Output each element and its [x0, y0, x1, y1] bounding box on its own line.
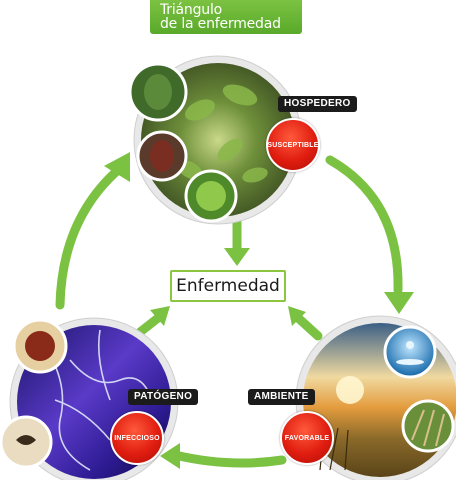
arrow-head-center-left: [150, 306, 170, 326]
arrow-head-center-right: [288, 306, 306, 326]
environment-inset-water: [383, 325, 437, 379]
arrow-head-environment: [384, 292, 414, 314]
title-line-2: de la enfermedad: [160, 16, 281, 32]
title-line-1: Triángulo: [160, 2, 223, 18]
title-banner: Triángulo de la enfermedad: [150, 0, 302, 34]
environment-badge-text: FAVORABLE: [284, 434, 330, 442]
host-label: HOSPEDERO: [278, 96, 357, 112]
arrow-host-to-environment: [325, 155, 403, 295]
arrow-head-pathogen: [160, 443, 180, 469]
environment-label: AMBIENTE: [248, 389, 315, 405]
pathogen-label: PATÓGENO: [128, 389, 199, 405]
arrow-head-host: [104, 152, 130, 182]
sun-glow: [336, 376, 364, 404]
host-node: [128, 55, 303, 225]
environment-inset-field: [401, 399, 455, 453]
arrow-environment-to-pathogen: [170, 450, 287, 468]
arrow-head-center-top: [224, 248, 250, 266]
host-badge: SUSCEPTIBLE: [266, 118, 320, 172]
arrow-environment-to-center: [291, 311, 323, 341]
host-badge-text: SUSCEPTIBLE: [267, 141, 319, 149]
environment-badge: FAVORABLE: [280, 411, 334, 465]
environment-node: [295, 315, 456, 480]
pathogen-badge-text: INFECCIOSO: [114, 434, 160, 442]
arrow-pathogen-to-host: [55, 165, 123, 310]
center-disease-label: Enfermedad: [176, 276, 280, 296]
pathogen-badge: INFECCIOSO: [110, 411, 164, 465]
center-disease-box: Enfermedad: [170, 270, 286, 302]
arrows: [55, 155, 403, 468]
arrow-heads: [104, 152, 414, 469]
